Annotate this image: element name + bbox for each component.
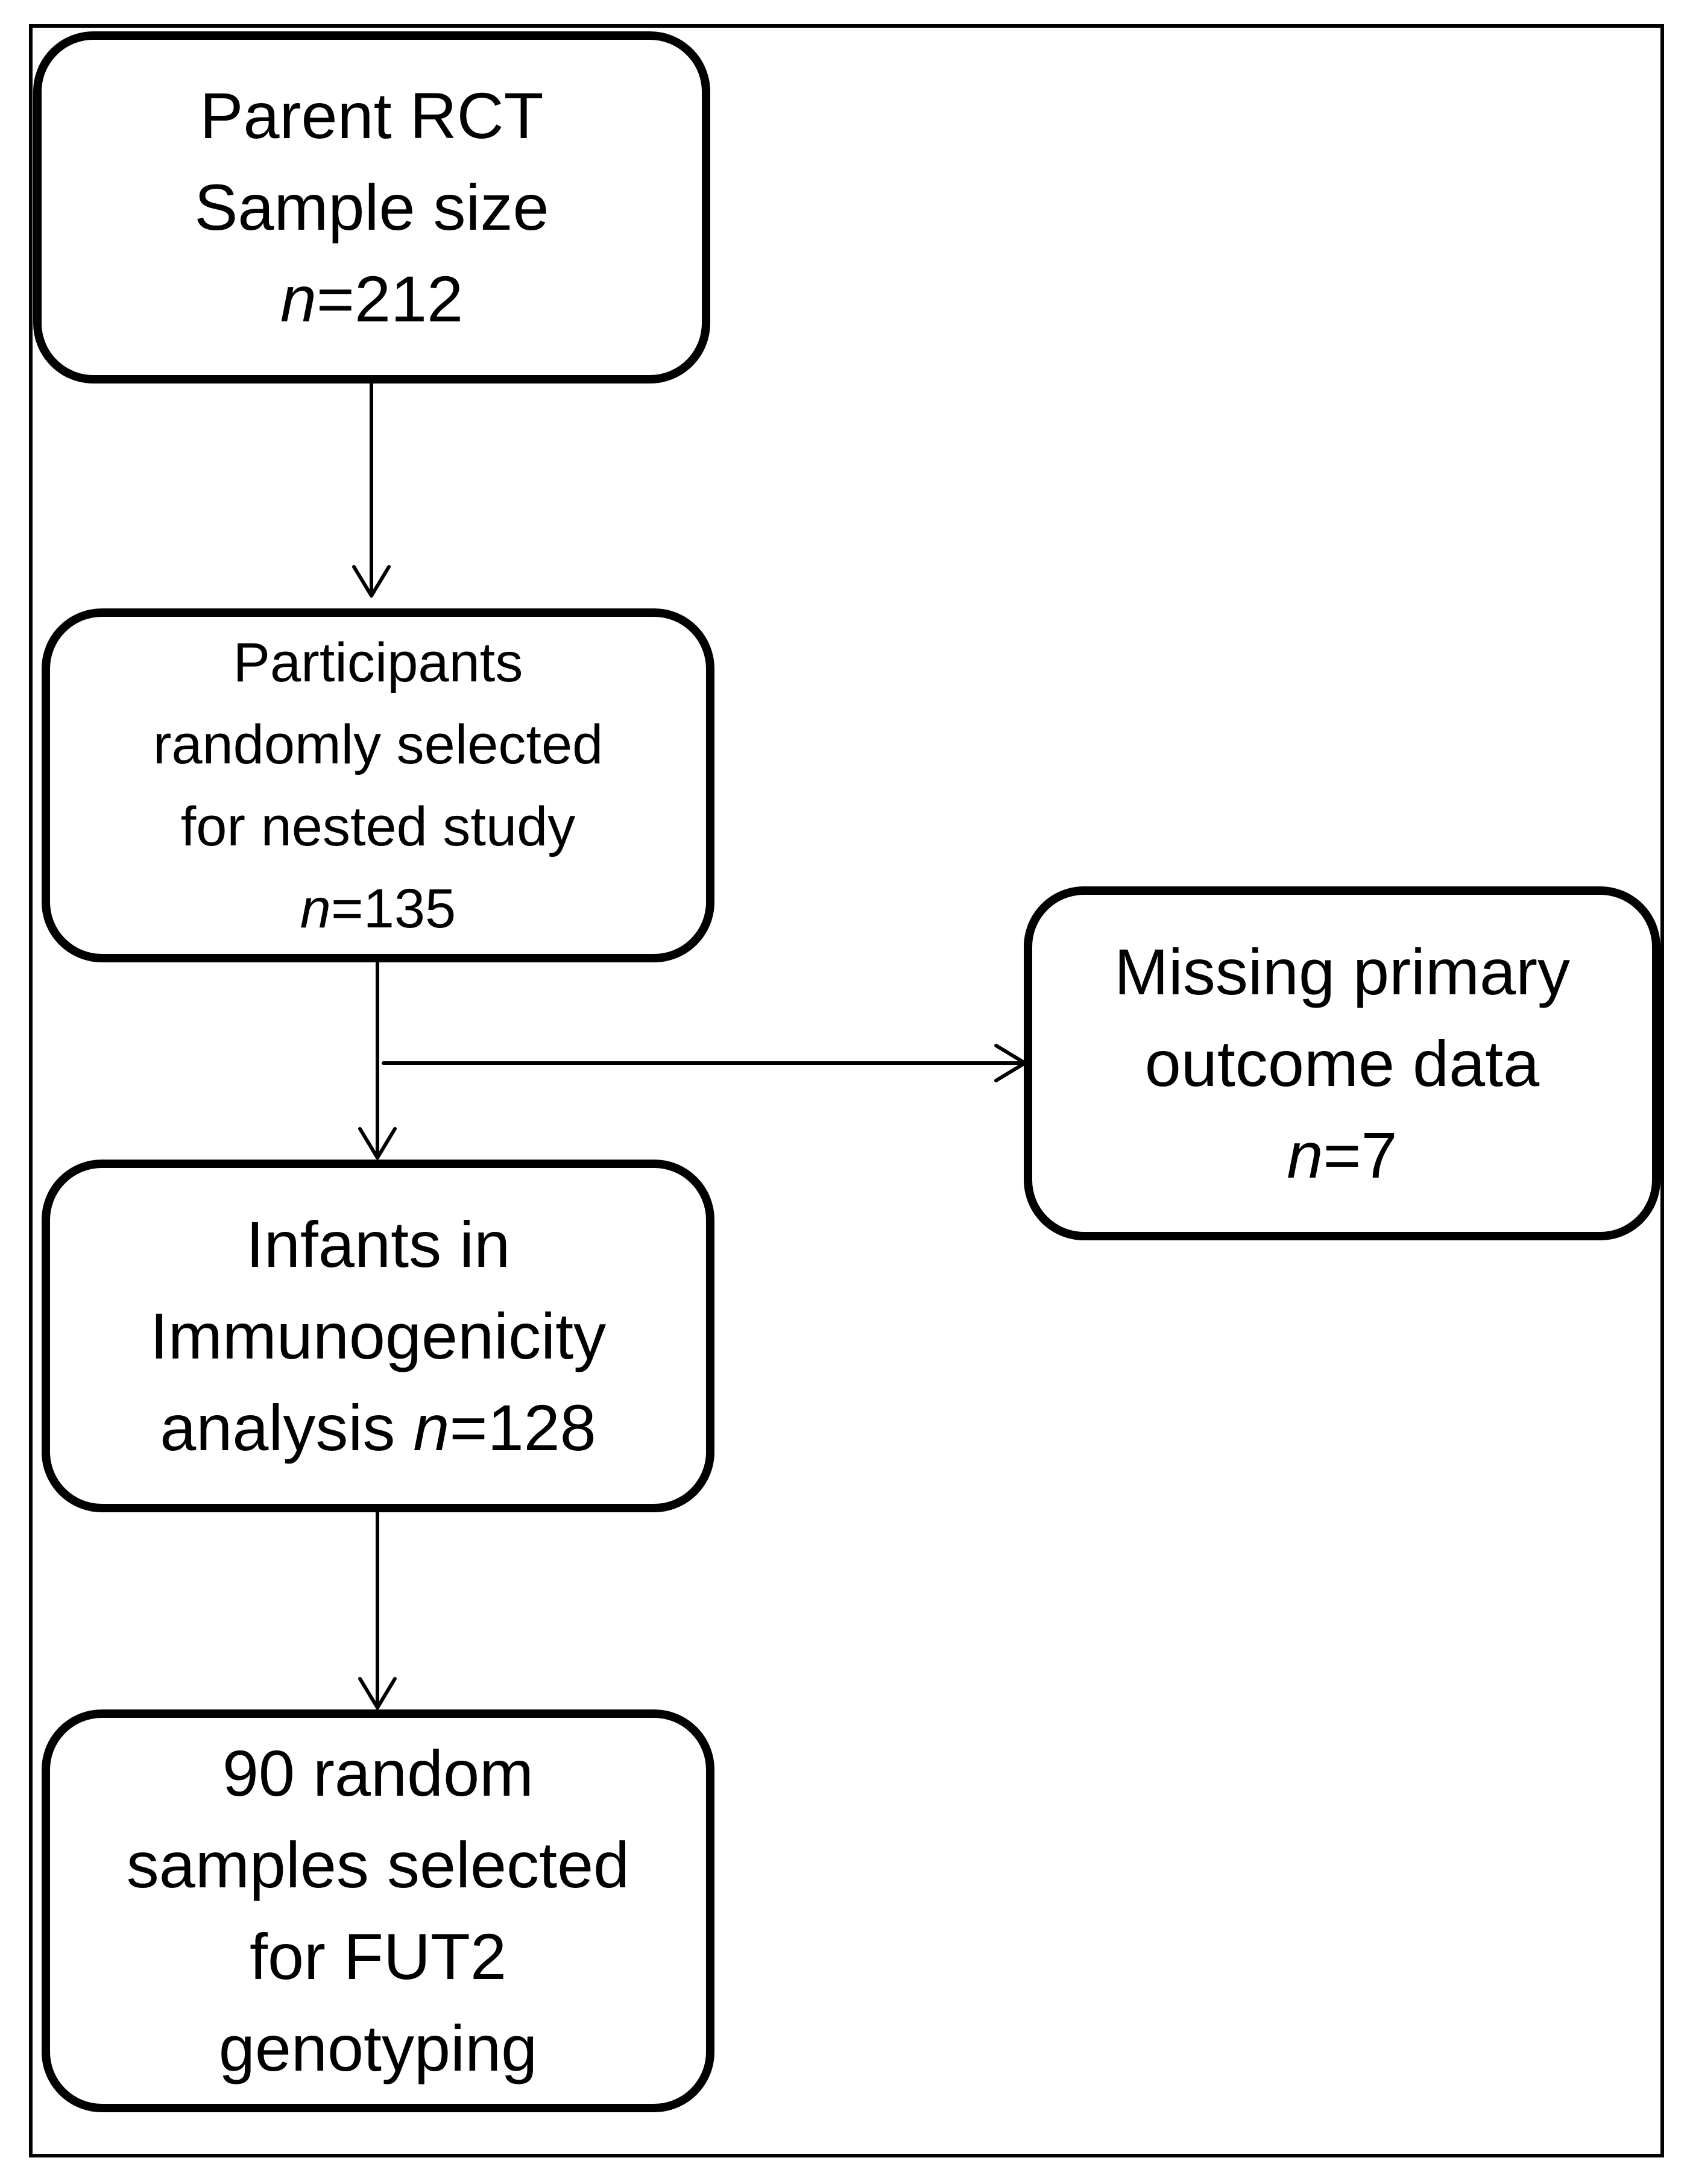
node-infants-analysis: Infants in Immunogenicity analysis n=128 xyxy=(42,1160,714,1512)
node-line: for FUT2 xyxy=(249,1920,507,1993)
node-fut2-genotyping: 90 random samples selected for FUT2 geno… xyxy=(42,1709,714,2112)
n-symbol: n xyxy=(1287,1118,1323,1191)
n-symbol: n xyxy=(413,1390,450,1464)
n-value: =135 xyxy=(330,877,456,939)
node-missing-outcome: Missing primary outcome data n=7 xyxy=(1024,886,1660,1240)
node-line: samples selected xyxy=(126,1828,630,1901)
n-value: =212 xyxy=(316,262,464,335)
node-line: n=212 xyxy=(280,253,463,345)
node-parent-rct: Parent RCT Sample size n=212 xyxy=(33,31,710,383)
node-line: Parent RCT xyxy=(200,79,544,152)
diagram-frame xyxy=(29,24,1664,2157)
node-participants-selected: Participants randomly selected for neste… xyxy=(42,608,714,962)
arrowhead-genotyping-icon xyxy=(358,1677,397,1709)
arrowhead-selected-icon xyxy=(352,565,391,598)
node-line: Participants xyxy=(233,631,523,693)
n-value: =128 xyxy=(449,1390,596,1464)
node-line: 90 random xyxy=(222,1737,534,1810)
node-line: genotyping xyxy=(218,2012,538,2085)
arrowhead-infants-icon xyxy=(358,1127,397,1160)
node-line: Sample size xyxy=(194,171,549,244)
node-line: randomly selected xyxy=(153,713,604,775)
node-line: outcome data xyxy=(1144,1026,1540,1100)
node-line-prefix: analysis xyxy=(160,1390,414,1464)
n-symbol: n xyxy=(300,877,331,939)
node-line: for nested study xyxy=(180,795,576,857)
node-line: Immunogenicity xyxy=(150,1299,607,1372)
node-line: n=7 xyxy=(1287,1109,1397,1201)
node-line: Missing primary xyxy=(1114,935,1571,1008)
n-value: =7 xyxy=(1323,1118,1398,1191)
node-line: analysis n=128 xyxy=(160,1382,596,1474)
node-line: Infants in xyxy=(245,1207,511,1281)
n-symbol: n xyxy=(280,262,317,335)
node-line: n=135 xyxy=(300,868,456,950)
